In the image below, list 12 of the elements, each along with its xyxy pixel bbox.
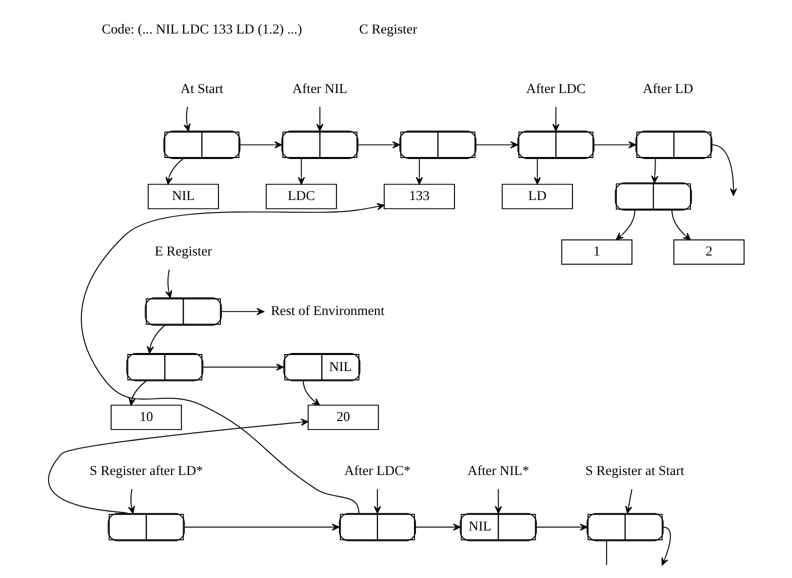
label: After LD (642, 80, 694, 96)
node-text: Rest of Environment (270, 303, 385, 318)
node-text: At Start (180, 80, 224, 96)
node-text: After LDC* (344, 463, 411, 478)
node-text: After NIL (292, 80, 348, 96)
node-text: E Register (154, 244, 212, 259)
label: Code: (... NIL LDC 133 LD (1.2) ...) (102, 21, 302, 36)
node-text: After NIL* (467, 463, 530, 478)
label: C Register (359, 21, 418, 36)
node-text: S Register at Start (585, 463, 684, 478)
node-text: S Register after LD* (90, 463, 203, 478)
node-text: After LDC (526, 80, 586, 96)
